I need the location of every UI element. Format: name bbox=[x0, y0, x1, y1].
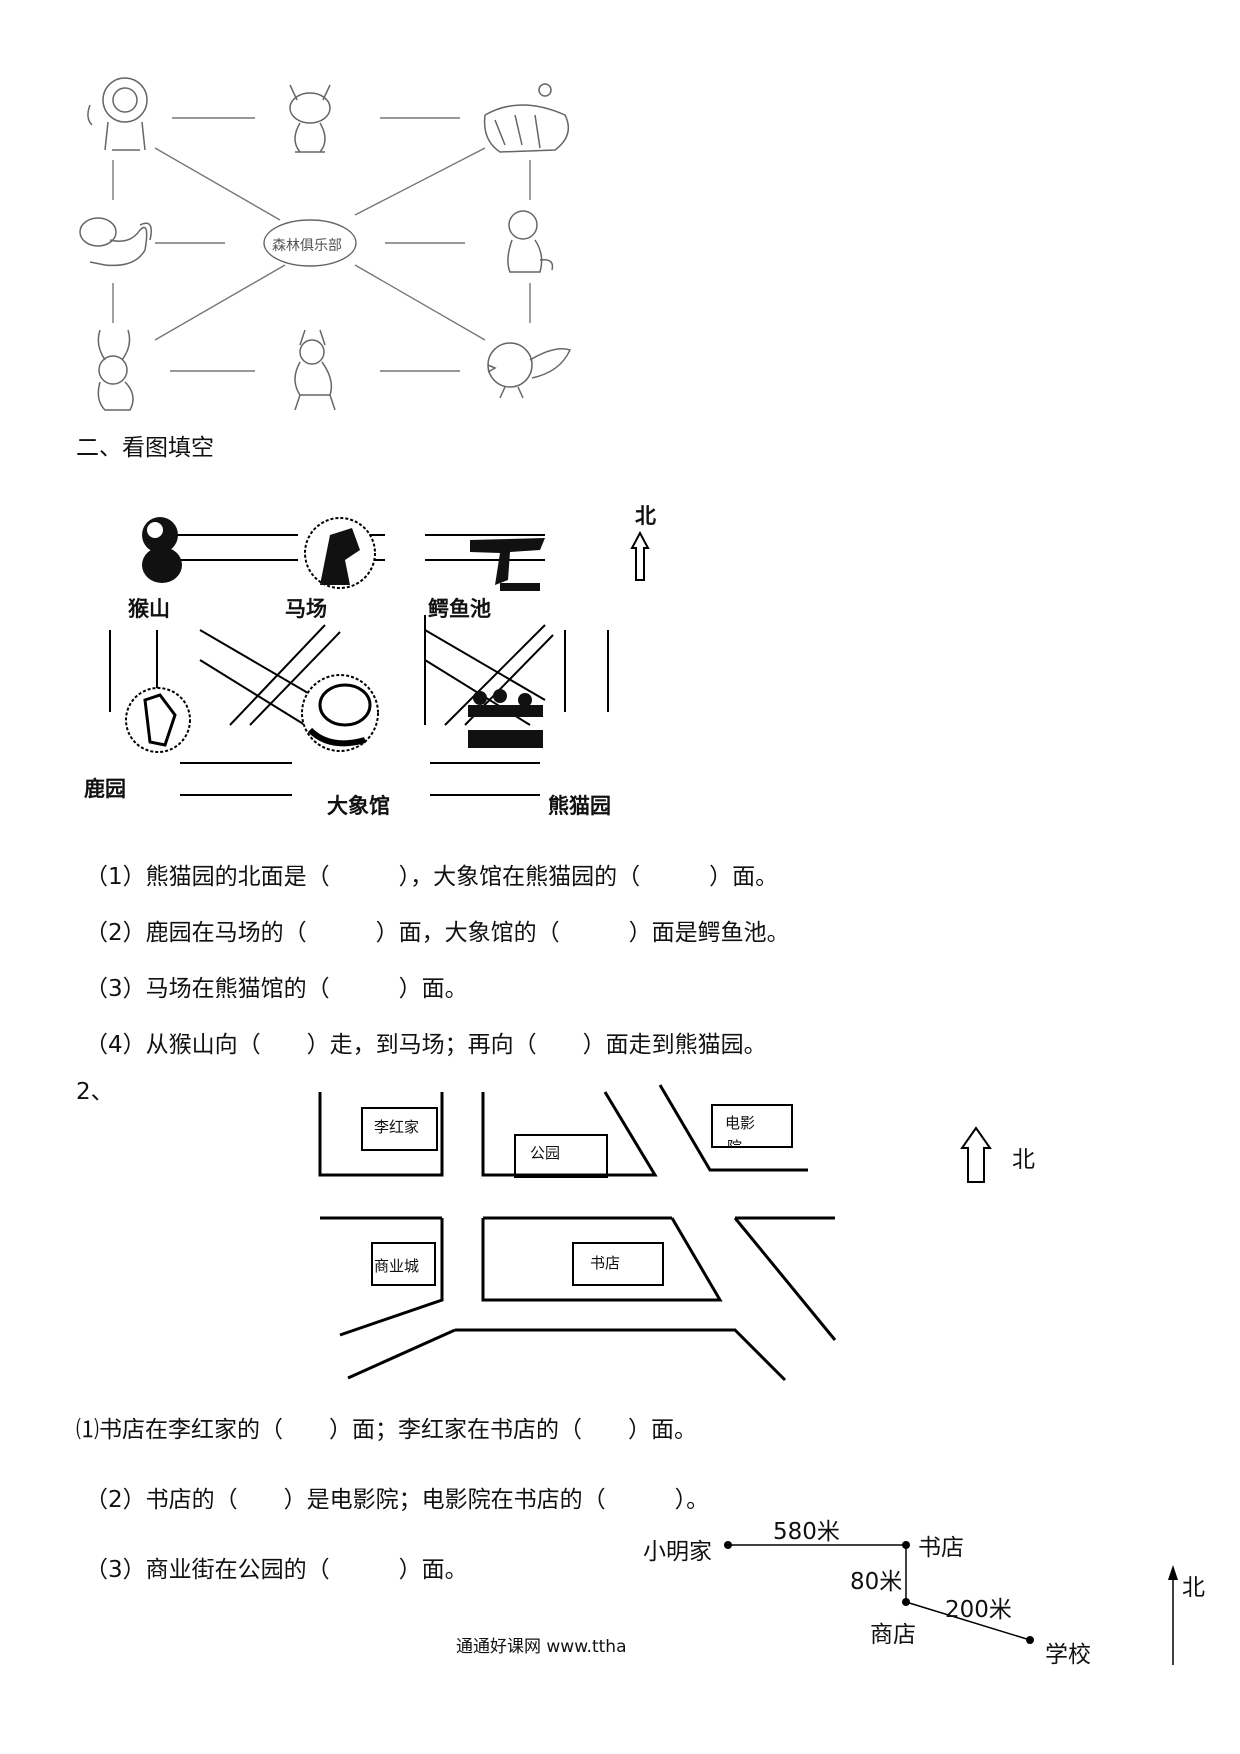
shop-point bbox=[902, 1598, 910, 1606]
label-crocodile-pool: 鳄鱼池 bbox=[428, 597, 491, 621]
bookstore-point bbox=[902, 1541, 910, 1549]
route-xiaoming-home: 小明家 bbox=[643, 1539, 712, 1565]
label-panda-park: 熊猫园 bbox=[548, 794, 611, 818]
building-cinema: 电影 bbox=[725, 1114, 756, 1132]
route-north-label: 北 bbox=[1182, 1575, 1205, 1601]
panda-icon bbox=[468, 689, 543, 748]
route-dist-home-bookstore: 580米 bbox=[773, 1519, 840, 1545]
north-arrow-icon bbox=[960, 1126, 992, 1183]
cat-icon bbox=[289, 84, 331, 153]
route-dist-shop-school: 200米 bbox=[945, 1597, 1012, 1623]
label-deer-park: 鹿园 bbox=[84, 777, 126, 801]
zoo-question-3: （3）马场在熊猫馆的（ ）面。 bbox=[85, 976, 468, 1002]
label-horse-farm: 马场 bbox=[285, 597, 327, 621]
rabbit-icon bbox=[97, 329, 134, 411]
north-arrow-icon bbox=[1168, 1565, 1178, 1580]
zoo-question-4: （4）从猴山向（ ）走，到马场；再向（ ）面走到熊猫园。 bbox=[85, 1032, 767, 1058]
building-park: 公园 bbox=[530, 1144, 561, 1162]
tiger-icon bbox=[483, 83, 570, 153]
route-dist-bookstore-shop: 80米 bbox=[850, 1569, 903, 1595]
north-arrow-icon bbox=[630, 530, 650, 581]
street-question-1: ⑴书店在李红家的（ ）面；李红家在书店的（ ）面。 bbox=[76, 1417, 697, 1443]
route-school: 学校 bbox=[1045, 1642, 1091, 1668]
section-heading: 二、看图填空 bbox=[76, 435, 214, 461]
question-number: 2、 bbox=[76, 1079, 114, 1105]
label-elephant-hall: 大象馆 bbox=[327, 794, 390, 818]
building-cinema-line2: 院 bbox=[727, 1136, 742, 1146]
building-mall: 商业城 bbox=[374, 1257, 420, 1275]
deer-icon bbox=[125, 687, 191, 753]
crocodile-icon bbox=[470, 538, 545, 591]
chick-icon bbox=[487, 342, 572, 399]
footer-watermark: 通通好课网 www.ttha bbox=[456, 1637, 627, 1657]
monkey-icon bbox=[507, 210, 554, 273]
dog-icon bbox=[79, 217, 152, 267]
street-question-2: （2）书店的（ ）是电影院；电影院在书店的（ ）。 bbox=[85, 1487, 710, 1513]
lion-icon bbox=[87, 77, 148, 151]
club-center-label: 森林俱乐部 bbox=[272, 238, 342, 254]
north-label: 北 bbox=[635, 504, 656, 528]
route-shop: 商店 bbox=[870, 1622, 916, 1648]
xiaoming-home-point bbox=[724, 1541, 732, 1549]
north-label: 北 bbox=[1012, 1147, 1035, 1173]
monkey-icon bbox=[142, 517, 182, 583]
route-bookstore: 书店 bbox=[918, 1535, 964, 1561]
zoo-question-2: （2）鹿园在马场的（ ）面，大象馆的（ ）面是鳄鱼池。 bbox=[85, 920, 790, 946]
school-point bbox=[1026, 1636, 1034, 1644]
building-bookstore: 书店 bbox=[590, 1254, 621, 1272]
horse-icon bbox=[304, 517, 376, 589]
street-question-3: （3）商业街在公园的（ ）面。 bbox=[85, 1557, 468, 1583]
elephant-icon bbox=[301, 674, 379, 752]
zoo-question-1: （1）熊猫园的北面是（ ），大象馆在熊猫园的（ ）面。 bbox=[85, 864, 779, 890]
deer-icon bbox=[294, 329, 336, 411]
building-lihong-home: 李红家 bbox=[374, 1118, 420, 1136]
label-monkey-hill: 猴山 bbox=[128, 597, 170, 621]
